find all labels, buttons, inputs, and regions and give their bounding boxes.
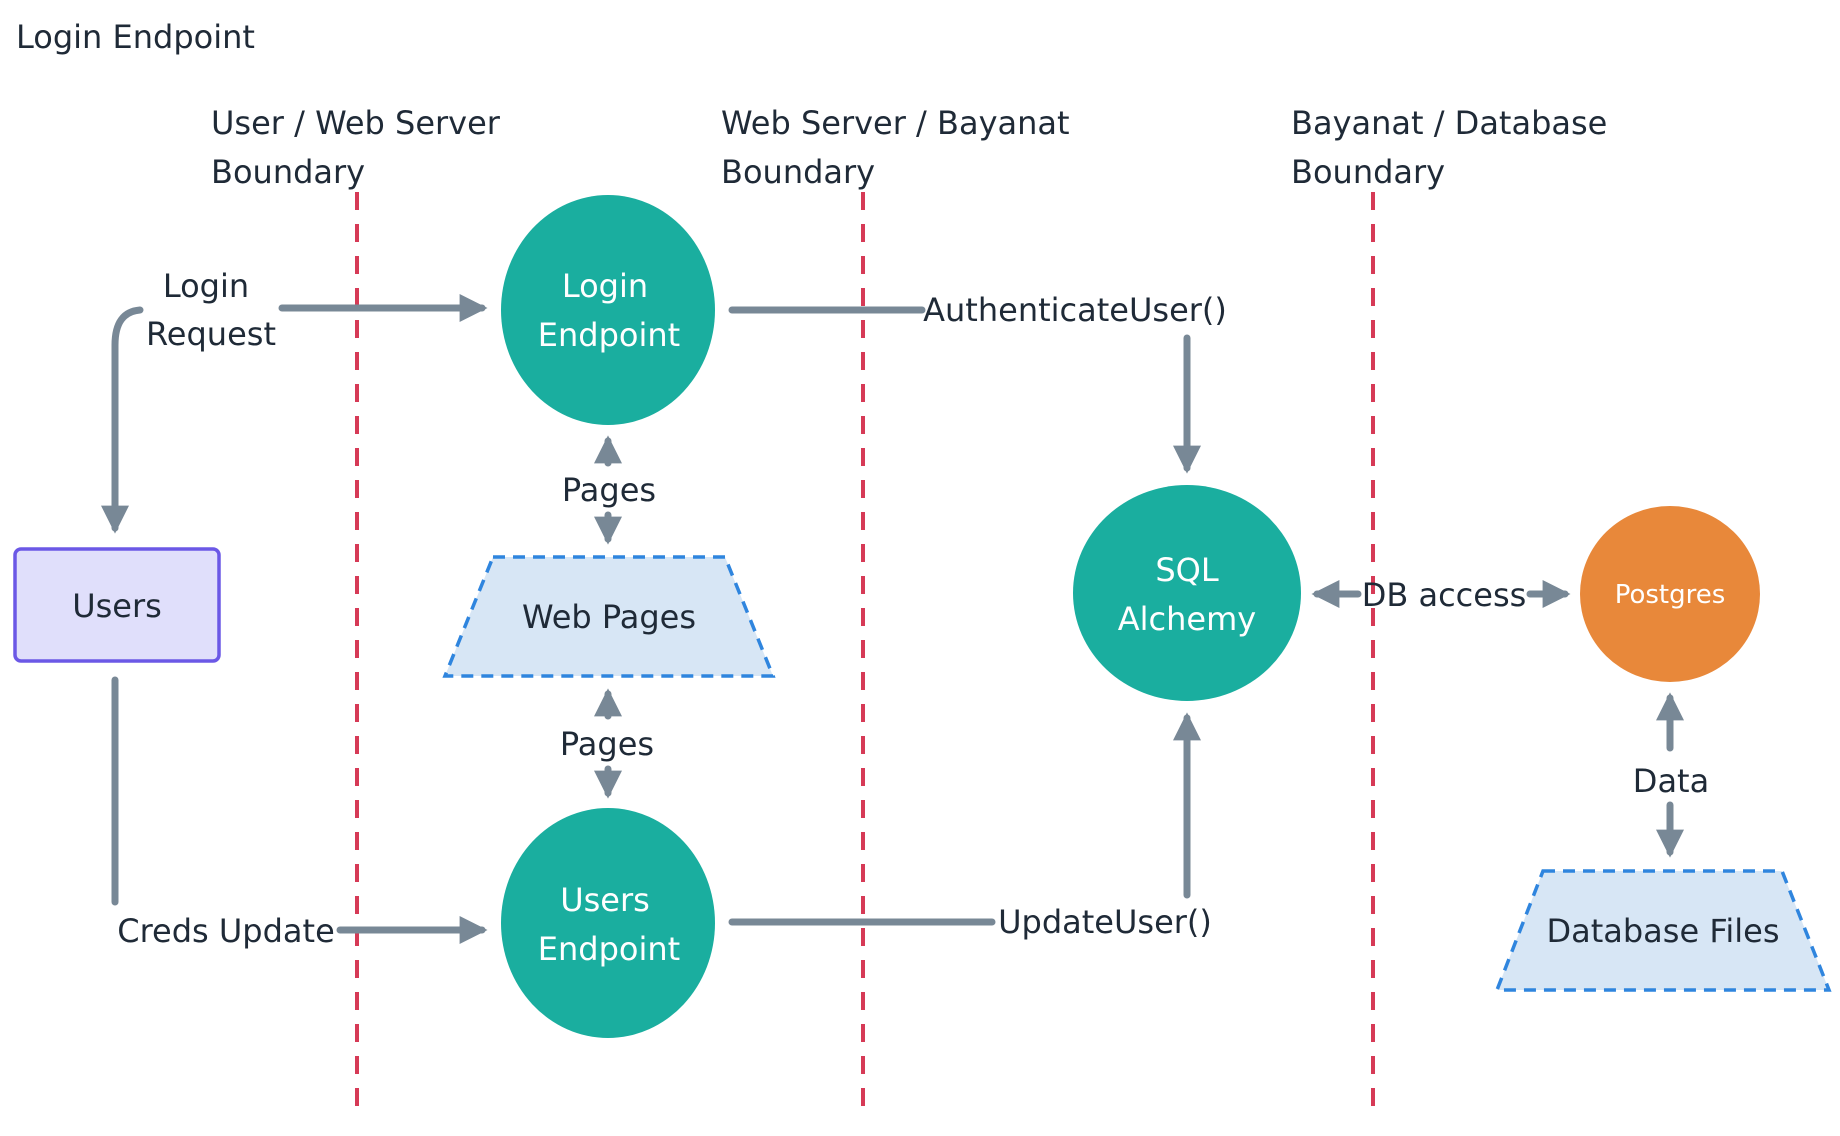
- pages-label-top: Pages: [562, 471, 656, 509]
- boundary-label-line1: User / Web Server: [211, 104, 500, 142]
- boundary-label-line1: Bayanat / Database: [1291, 104, 1608, 142]
- data-label: Data: [1633, 762, 1709, 800]
- users-entity-box[interactable]: [13, 547, 221, 663]
- postgres-label: Postgres: [1615, 580, 1726, 610]
- users-endpoint-process[interactable]: [501, 808, 715, 1038]
- boundary-label-line2: Boundary: [721, 153, 876, 191]
- boundary-label-bayanat-db: Bayanat / Database Boundary: [1291, 99, 1607, 197]
- sql-alchemy-label-line2: Alchemy: [1118, 600, 1256, 638]
- update-user-label: UpdateUser(): [998, 903, 1212, 941]
- pages-label-bottom: Pages: [560, 725, 654, 763]
- database-files-store[interactable]: [1494, 869, 1832, 992]
- login-endpoint-label-line2: Endpoint: [538, 316, 680, 354]
- authenticate-user-label: AuthenticateUser(): [923, 291, 1227, 329]
- database-files-label: Database Files: [1546, 912, 1779, 950]
- users-endpoint-label-line2: Endpoint: [538, 930, 680, 968]
- users-endpoint-label-line1: Users: [560, 881, 650, 919]
- boundary-label-web-bayanat: Web Server / Bayanat Boundary: [721, 99, 1070, 197]
- sql-alchemy-label-line1: SQL: [1155, 551, 1219, 589]
- web-pages-label: Web Pages: [522, 598, 696, 636]
- creds-update-label: Creds Update: [117, 912, 335, 950]
- boundary-label-line2: Boundary: [211, 153, 366, 191]
- db-access-label: DB access: [1362, 576, 1527, 614]
- postgres-process[interactable]: [1580, 506, 1760, 682]
- login-endpoint-process[interactable]: [501, 195, 715, 425]
- web-pages-store[interactable]: [442, 555, 776, 678]
- login-request-label-line1: Login: [163, 267, 249, 305]
- login-endpoint-label-line1: Login: [562, 267, 648, 305]
- arrow-login-request-to-users: [101, 306, 144, 534]
- diagram-title: Login Endpoint: [16, 18, 255, 56]
- boundary-label-line1: Web Server / Bayanat: [721, 104, 1070, 142]
- users-entity-label: Users: [72, 587, 162, 625]
- boundary-label-user-web: User / Web Server Boundary: [211, 99, 500, 197]
- login-request-label-line2: Request: [146, 315, 276, 353]
- sql-alchemy-process[interactable]: [1073, 485, 1301, 701]
- boundary-label-line2: Boundary: [1291, 153, 1446, 191]
